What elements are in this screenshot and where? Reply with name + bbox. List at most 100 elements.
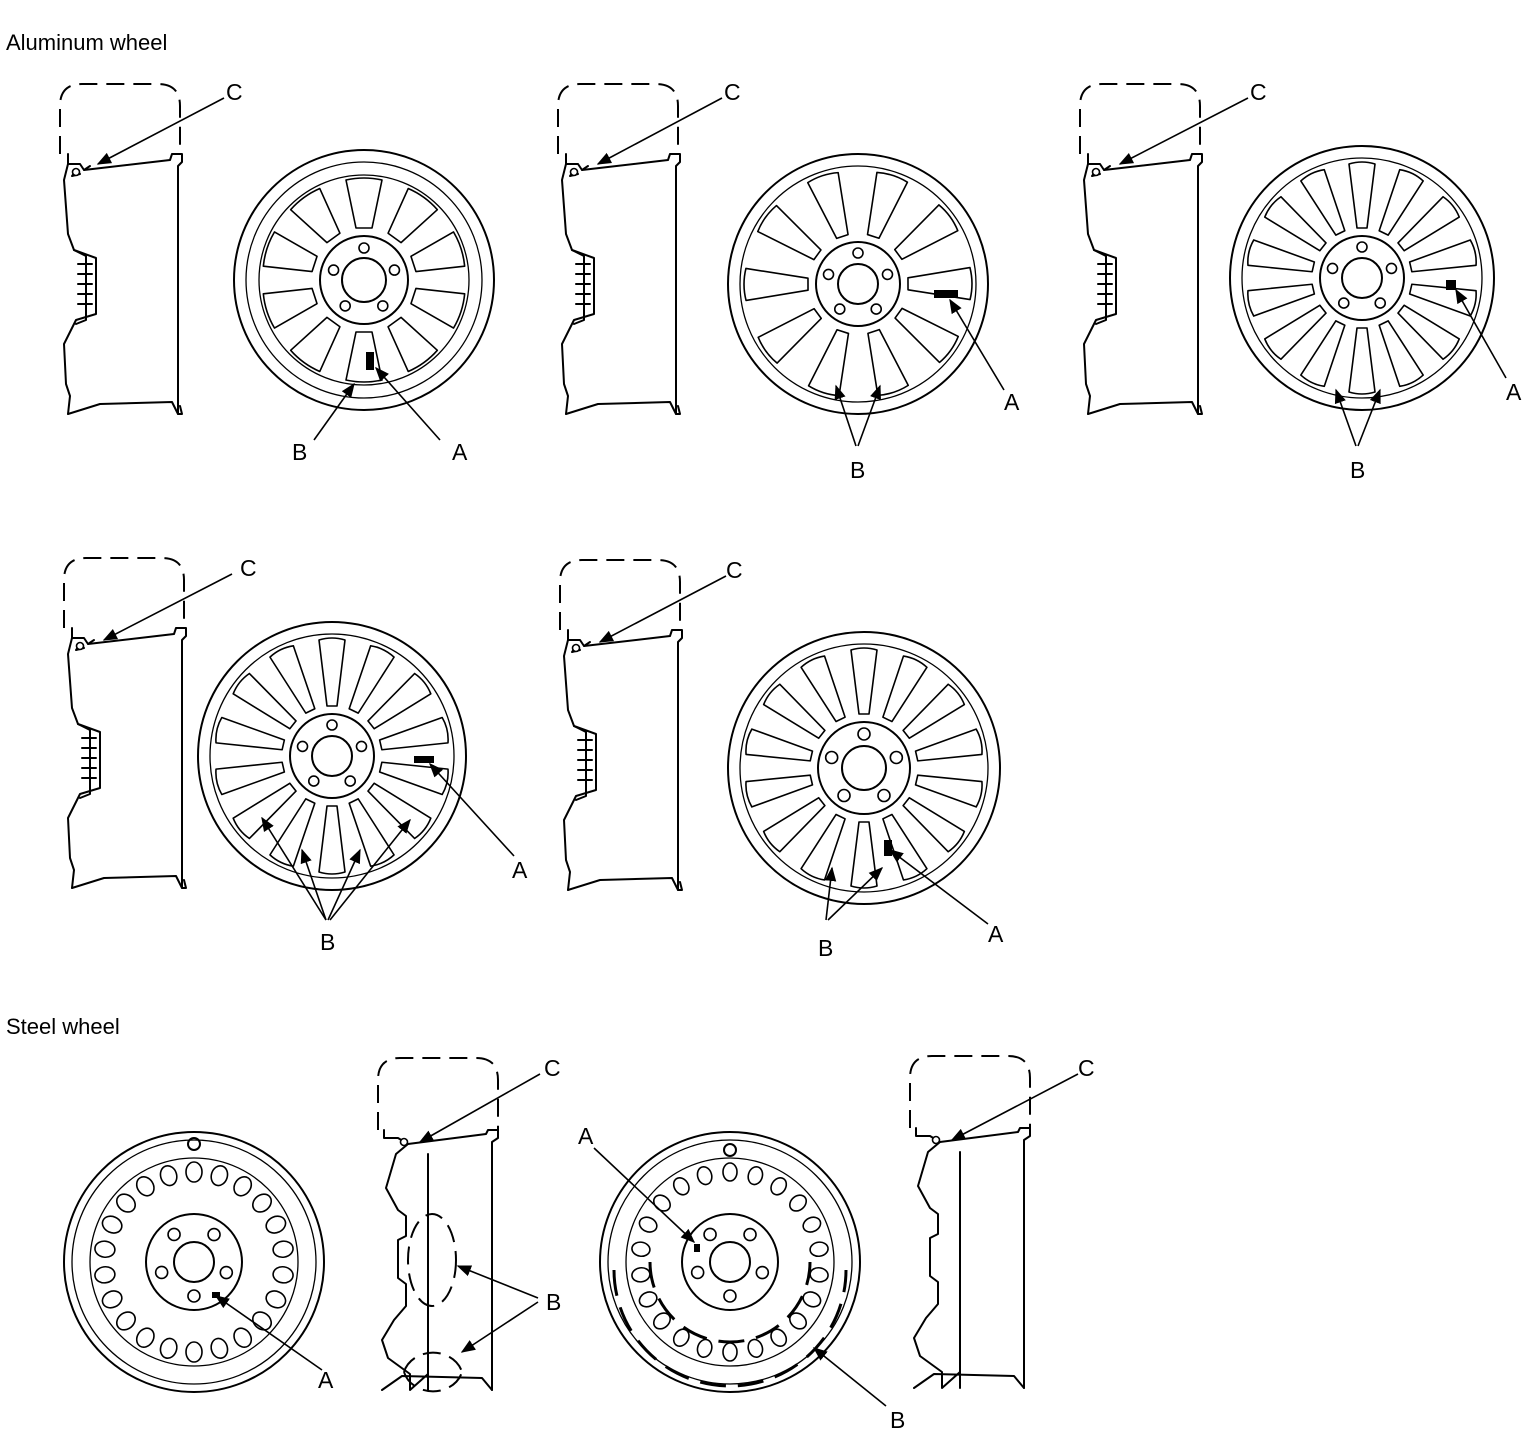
alu5-leader-a [888,849,989,925]
spoke-opening [1348,161,1376,229]
alu2-leader-a [949,298,1005,391]
alu3-leader-b1 [1334,388,1357,447]
lug-hole [377,300,389,312]
spoke-opening [743,267,809,302]
steel2-label-a: A [578,1123,594,1149]
alu5-wheel-face [727,631,1001,905]
alu5-leader-c [598,575,727,643]
vent-hole [252,1193,273,1213]
spoke-opening [902,796,966,853]
vent-hole [265,1290,287,1309]
alu5-leader-b1 [824,866,837,921]
spoke-opening [1348,327,1376,395]
spoke-opening [882,655,928,723]
vent-hole [115,1311,136,1331]
vent-hole [101,1290,123,1309]
alu1-leader-c [96,97,225,165]
vent-hole [747,1165,764,1186]
spoke-opening [262,231,318,273]
lug-hole [690,1265,705,1280]
vent-hole [638,1291,658,1308]
spoke-opening [367,672,432,730]
vent-hole [802,1216,822,1233]
lug-hole [207,1227,221,1242]
lug-hole [1337,297,1350,309]
alu2-leader-c [596,97,723,165]
steel1-wheel-face [63,1131,325,1393]
spoke-opening [348,798,395,867]
vent-hole [631,1241,651,1258]
alu1-label-a: A [452,439,468,465]
spoke-opening [232,782,297,840]
lug-hole [1385,262,1398,275]
steel1-leader-b1 [456,1265,539,1299]
spoke-opening [894,307,960,364]
spoke-opening [757,307,823,364]
vent-hole [272,1240,294,1259]
lug-hole [755,1265,770,1280]
spoke-opening [345,331,383,383]
vent-hole [159,1337,178,1360]
alu5-label-a: A [988,921,1004,947]
vent-hole [233,1327,253,1348]
vent-hole [672,1177,690,1196]
spoke-opening [902,683,966,740]
lug-hole [822,268,835,281]
alu2-leader-b2 [857,384,881,447]
lug-hole [824,750,839,765]
alu4-leader-b1 [261,816,327,921]
alu1-label-c: C [226,79,243,105]
alu5-leader-b2 [827,867,884,921]
lug-hole [837,788,851,803]
spoke-opening [387,316,439,373]
vent-hole [722,1342,738,1362]
spoke-opening [850,647,878,715]
lug-hole [723,1289,737,1303]
spoke-opening [318,637,346,707]
spoke-opening [882,813,928,881]
vent-hole [185,1341,203,1363]
alu3-label-b: B [1350,457,1365,483]
spoke-opening [1300,168,1346,236]
vent-hole [101,1215,123,1234]
spoke-opening [1378,168,1424,236]
steel2-leader-b [812,1347,887,1407]
alu3-wheel-face [1229,145,1495,411]
alu4-leader-a [429,762,515,857]
steel1-leader-c [418,1073,541,1143]
spoke-opening [800,813,846,881]
vent-hole [233,1176,253,1197]
spoke-opening [289,316,341,373]
lug-hole [187,1289,201,1303]
steel2-wheel-face [599,1131,861,1393]
spoke-opening [1378,320,1424,388]
alu3-leader-b2 [1357,388,1381,447]
alu4-label-c: C [240,555,257,581]
lug-hole [307,775,320,787]
spoke-opening [762,683,826,740]
alu2-label-c: C [724,79,741,105]
vent-hole [809,1266,829,1283]
spoke-opening [914,728,983,762]
lug-hole [167,1227,181,1242]
spoke-opening [378,761,449,796]
vent-hole [210,1164,229,1187]
spoke-opening [893,204,959,261]
steel1-leader-b2 [460,1301,539,1353]
vent-hole [94,1265,116,1284]
alu1-wheel-face [233,149,495,411]
vent-hole [272,1265,294,1284]
alu4-label-b: B [320,929,335,955]
spoke-opening [348,645,395,714]
spoke-opening [367,782,432,840]
lug-hole [1374,297,1387,309]
vent-hole [638,1216,658,1233]
aluminum-wheel-title: Aluminum wheel [6,30,168,55]
vent-hole [809,1241,829,1258]
alu5-label-b: B [818,935,833,961]
spoke-opening [1408,283,1477,317]
lug-hole [852,247,864,259]
lug-hole [743,1227,757,1242]
vent-hole [722,1162,738,1182]
